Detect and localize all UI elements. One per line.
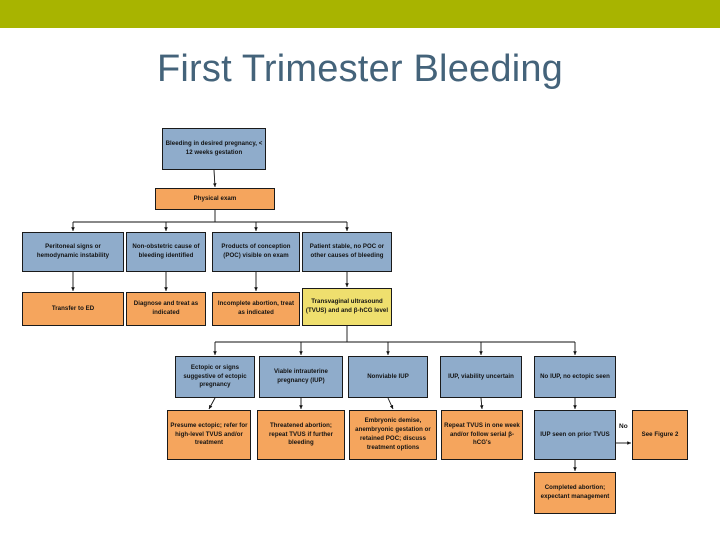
flow-node-n17: Threatened abortion; repeat TVUS if furt… [257,410,345,460]
page-title: First Trimester Bleeding [156,48,564,90]
flow-node-n6: Patient stable, no POC or other causes o… [302,232,392,272]
flow-edge [479,397,484,410]
flow-node-n22: Completed abortion; expectant management [534,472,616,514]
flow-node-n15: No IUP, no ectopic seen [534,356,616,398]
flow-node-n4: Non-obstetric cause of bleeding identifi… [126,232,206,272]
flow-node-n16: Presume ectopic; refer for high-level TV… [167,410,251,460]
flow-node-n5: Products of conception (POC) visible on … [212,232,300,272]
flow-node-n1: Bleeding in desired pregnancy, < 12 week… [162,128,266,170]
flow-node-n21: See Figure 2 [632,410,688,460]
flow-node-n8: Diagnose and treat as indicated [126,292,206,326]
flow-node-n19: Repeat TVUS in one week and/or follow se… [441,410,523,460]
flow-node-n11: Ectopic or signs suggestive of ectopic p… [175,356,255,398]
flow-node-n20: IUP seen on prior TVUS [534,410,616,460]
flow-node-n14: IUP, viability uncertain [440,356,522,398]
flow-node-n10: Transvaginal ultrasound (TVUS) and and β… [302,288,392,326]
flow-edge [387,397,394,410]
edge-label-e-no: No [619,423,628,430]
flow-edge [208,397,216,410]
flow-node-n7: Transfer to ED [22,292,124,326]
flow-node-n3: Peritoneal signs or hemodynamic instabil… [22,232,124,272]
flow-node-n18: Embryonic demise, anembryonic gestation … [349,410,437,460]
flow-node-n13: Nonviable IUP [348,356,428,398]
flow-node-n9: Incomplete abortion, treat as indicated [212,292,300,326]
flow-node-n12: Viable intrauterine pregnancy (IUP) [259,356,343,398]
flow-node-n2: Physical exam [155,188,275,210]
flow-edge [212,169,217,188]
top-banner [0,0,720,28]
